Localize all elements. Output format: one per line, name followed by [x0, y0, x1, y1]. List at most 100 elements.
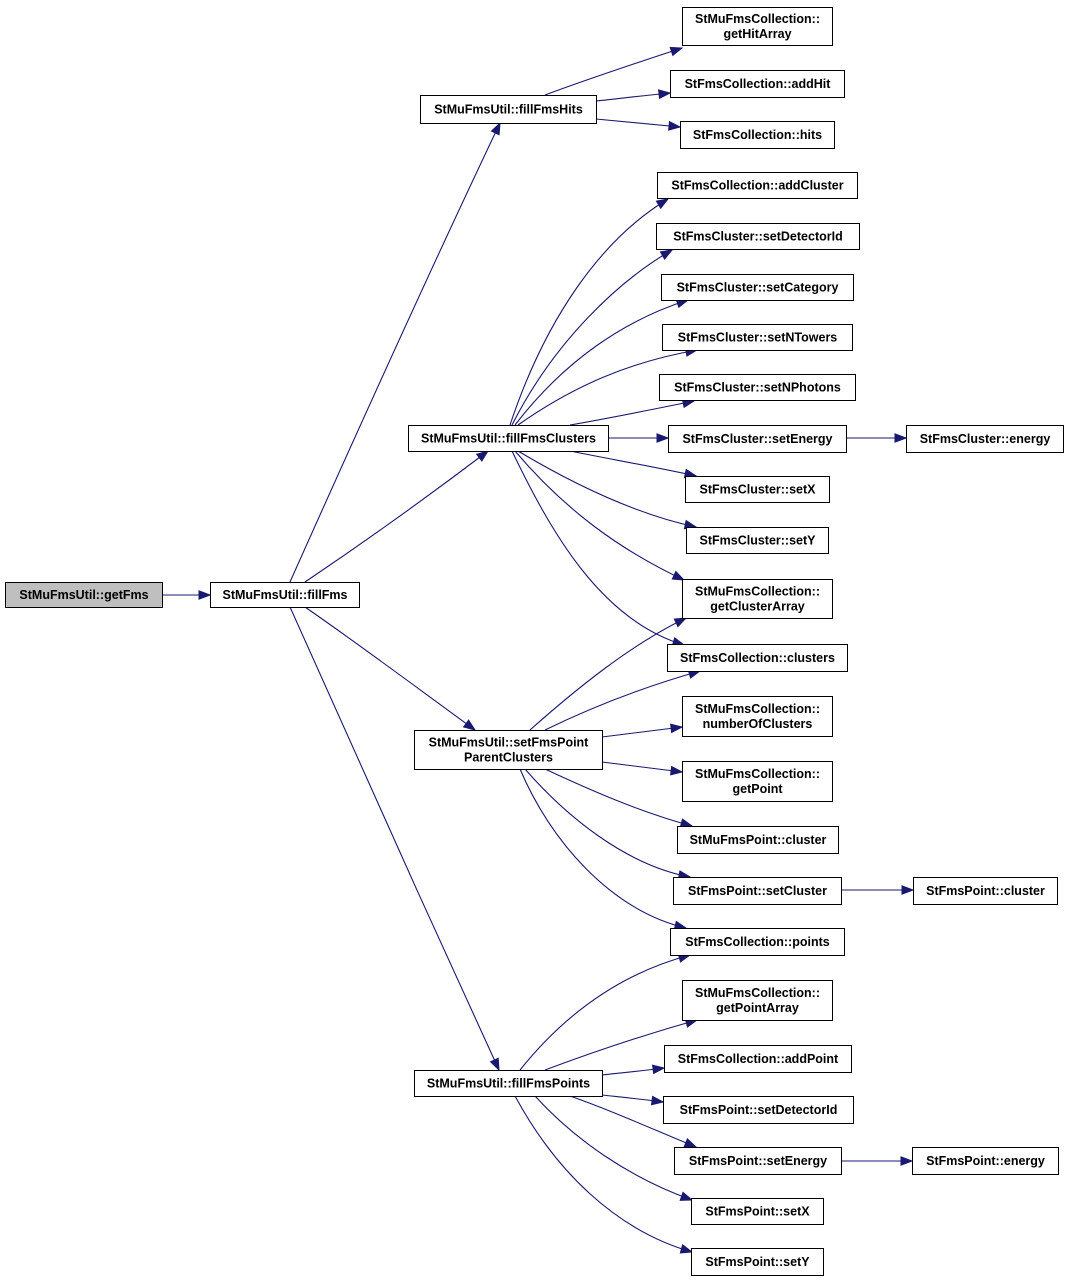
edge-fillFmsClusters-to-getClusterArray [514, 450, 686, 581]
node-box [662, 324, 853, 351]
edge-fillFmsHits-to-getHitArray [544, 46, 684, 96]
edge-arrowhead [679, 1244, 694, 1254]
node-label: StFmsCluster::setEnergy [682, 432, 832, 446]
node-box [420, 95, 597, 124]
node-getHitArray[interactable]: StMuFmsCollection::getHitArray [682, 7, 833, 46]
edge-arrowhead [489, 1057, 500, 1072]
node-label: StMuFmsUtil::fillFms [223, 588, 348, 602]
node-addHit[interactable]: StFmsCollection::addHit [670, 70, 845, 98]
node-label: StFmsCluster::setNPhotons [674, 381, 841, 395]
edge-fillFmsClusters-to-setNPhotons [569, 398, 696, 426]
node-label: StFmsPoint::setEnergy [689, 1154, 827, 1168]
node-getFms[interactable]: StMuFmsUtil::getFms [5, 582, 163, 608]
node-label: StMuFmsCollection:: [695, 585, 820, 599]
node-setEnergyP[interactable]: StFmsPoint::setEnergy [674, 1147, 842, 1175]
node-addPoint[interactable]: StFmsCollection::addPoint [664, 1045, 852, 1073]
edge-setFmsPointParentClusters-to-muPointCluster [544, 768, 694, 828]
edge-fillFmsPoints-to-setEnergyP [569, 1095, 698, 1148]
node-fillFms[interactable]: StMuFmsUtil::fillFms [210, 582, 360, 608]
node-box [682, 696, 833, 737]
node-fillFmsClusters[interactable]: StMuFmsUtil::fillFmsClusters [408, 425, 609, 452]
edge-line [304, 450, 489, 583]
node-setDetectorIdC[interactable]: StFmsCluster::setDetectorId [656, 223, 860, 250]
edge-arrowhead [894, 433, 908, 443]
node-box [912, 1147, 1059, 1175]
edge-fillFmsClusters-to-setXC [569, 450, 698, 479]
edge-arrowhead [655, 198, 670, 210]
edge-arrowhead [198, 590, 212, 600]
node-box [685, 476, 830, 503]
edge-fillFmsClusters-to-clusters [511, 450, 686, 647]
node-box [210, 582, 360, 608]
edge-setEnergyC-to-energyC [845, 433, 908, 443]
edge-setFmsPointParentClusters-to-points [519, 768, 688, 931]
edge-line [601, 726, 683, 738]
node-label: StMuFmsCollection:: [695, 702, 820, 716]
edge-fillFmsClusters-to-addCluster [509, 198, 670, 426]
node-setDetectorIdP[interactable]: StFmsPoint::setDetectorId [663, 1096, 854, 1124]
node-label: StFmsCollection::addHit [685, 77, 832, 91]
node-label: StFmsCollection::clusters [680, 651, 835, 665]
node-box [664, 1045, 852, 1073]
edge-arrowhead [650, 1095, 665, 1106]
node-setXC[interactable]: StFmsCluster::setX [685, 476, 830, 503]
edge-fillFmsPoints-to-setDetectorIdP [601, 1094, 665, 1106]
node-setCluster[interactable]: StFmsPoint::setCluster [673, 877, 842, 905]
edge-setFmsPointParentClusters-to-numberOfClusters [601, 723, 684, 738]
node-setEnergyC[interactable]: StFmsCluster::setEnergy [668, 425, 847, 453]
node-numberOfClusters[interactable]: StMuFmsCollection::numberOfClusters [682, 696, 833, 737]
edge-line [534, 1095, 693, 1201]
edge-line [509, 198, 669, 426]
edge-fillFms-to-fillFmsHits [289, 121, 501, 583]
node-energyP[interactable]: StFmsPoint::energy [912, 1147, 1059, 1175]
edge-fillFms-to-fillFmsClusters [304, 450, 490, 583]
edge-arrowhead [669, 46, 684, 57]
edge-line [514, 450, 685, 581]
edge-fillFmsHits-to-addHit [595, 89, 672, 102]
edge-fillFmsPoints-to-addPoint [601, 1064, 666, 1076]
node-setNPhotons[interactable]: StFmsCluster::setNPhotons [659, 374, 856, 401]
node-box [659, 374, 856, 401]
node-getPointArray[interactable]: StMuFmsCollection::getPointArray [682, 980, 833, 1021]
node-setXP[interactable]: StFmsPoint::setX [691, 1198, 824, 1225]
node-label: StMuFmsPoint::cluster [690, 833, 827, 847]
node-getClusterArray[interactable]: StMuFmsCollection::getClusterArray [682, 579, 833, 619]
node-setNTowers[interactable]: StFmsCluster::setNTowers [662, 324, 853, 351]
edge-setFmsPointParentClusters-to-getPoint [601, 761, 684, 776]
node-clusters[interactable]: StFmsCollection::clusters [667, 644, 848, 672]
edge-line [511, 450, 685, 646]
node-setYC[interactable]: StFmsCluster::setY [686, 527, 829, 554]
node-fillFmsHits[interactable]: StMuFmsUtil::fillFmsHits [420, 95, 597, 124]
node-setCategory[interactable]: StFmsCluster::setCategory [661, 274, 854, 301]
node-hits[interactable]: StFmsCollection::hits [680, 121, 835, 149]
node-label: StFmsCluster::setCategory [677, 281, 839, 295]
edge-arrowhead [658, 89, 672, 100]
node-box [656, 223, 860, 250]
node-box [682, 7, 833, 46]
node-label: StFmsCluster::energy [920, 432, 1051, 446]
node-addCluster[interactable]: StFmsCollection::addCluster [657, 172, 858, 199]
node-setYP[interactable]: StFmsPoint::setY [691, 1248, 824, 1276]
edge-fillFmsPoints-to-setYP [514, 1095, 694, 1254]
node-box [913, 877, 1058, 905]
edge-line [569, 450, 697, 477]
node-fillFmsPoints[interactable]: StMuFmsUtil::fillFmsPoints [414, 1070, 603, 1097]
node-box [674, 1147, 842, 1175]
edge-line [544, 670, 701, 731]
node-label: numberOfClusters [703, 717, 813, 731]
node-muPointCluster[interactable]: StMuFmsPoint::cluster [677, 826, 839, 854]
edge-line [529, 617, 687, 731]
edge-line [519, 954, 691, 1071]
node-getPoint[interactable]: StMuFmsCollection::getPoint [682, 761, 833, 802]
node-pointCluster[interactable]: StFmsPoint::cluster [913, 877, 1058, 905]
edge-line [511, 249, 673, 426]
node-label: StMuFmsUtil::setFmsPoint [429, 736, 590, 750]
edge-arrowhead [462, 719, 477, 731]
node-energyC[interactable]: StFmsCluster::energy [906, 425, 1064, 453]
edge-line [569, 400, 695, 426]
node-points[interactable]: StFmsCollection::points [670, 928, 845, 956]
edge-arrowhead [673, 617, 688, 628]
node-label: StMuFmsUtil::fillFmsHits [434, 103, 583, 117]
